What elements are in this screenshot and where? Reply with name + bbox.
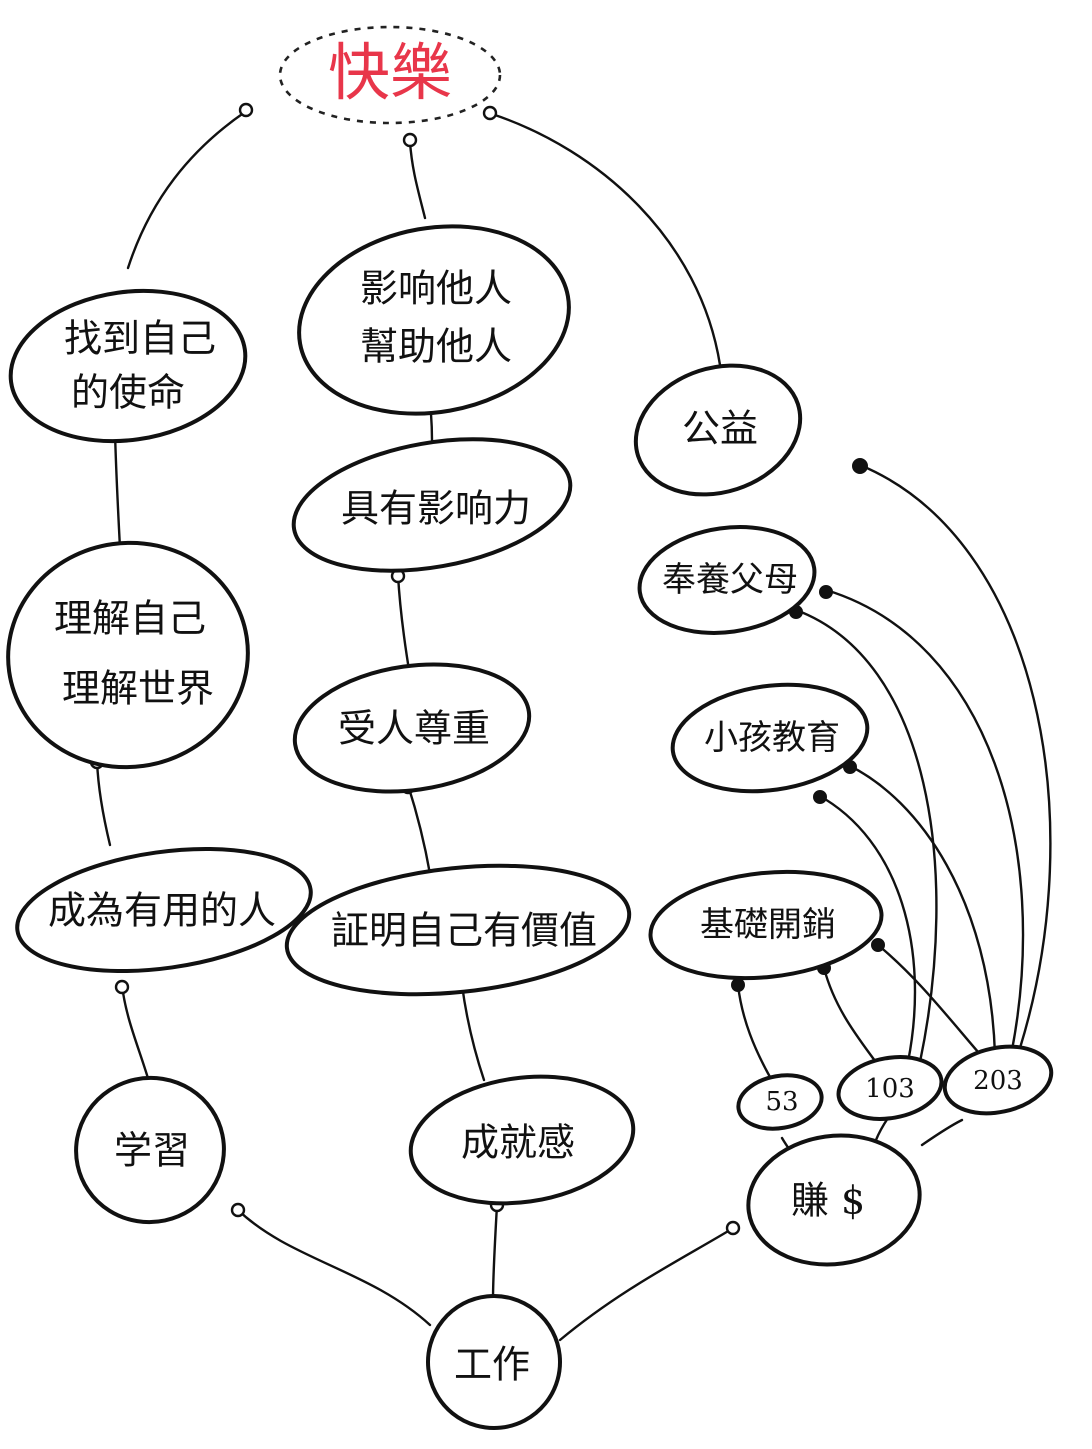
arrow-open-icon — [725, 1220, 741, 1236]
edge-prove-to-respected — [406, 783, 432, 876]
edge-charity-to-goal — [490, 112, 722, 367]
edge-earn-to-m203 — [920, 1118, 964, 1147]
node-m53: 53 — [736, 1073, 824, 1131]
node-find-self: 找到自己 的使命 — [8, 288, 248, 444]
node-m103: 103 — [836, 1055, 944, 1121]
edge-m203-to-charity — [858, 463, 1052, 1050]
node-find-self-line1: 找到自己 — [64, 317, 216, 361]
arrow-fill-icon — [852, 458, 868, 474]
node-kids: 小孩教育 — [670, 682, 870, 794]
edges — [95, 110, 1052, 1342]
edge-useful-to-understand — [95, 758, 112, 847]
goal-label: 快樂 — [328, 36, 452, 109]
arrow-open-icon — [230, 1202, 246, 1218]
node-useful: 成為有用的人 — [15, 846, 313, 974]
node-parents-label: 奉養父母 — [662, 560, 798, 600]
edge-influence-to-goal — [408, 140, 427, 220]
node-earn-label: 賺 $ — [791, 1179, 865, 1223]
edge-work-to-earn — [558, 1228, 732, 1342]
edge-respected-to-impact — [396, 573, 412, 678]
node-m103-label: 103 — [865, 1074, 915, 1104]
edge-find-self-to-goal — [126, 110, 247, 270]
node-respected: 受人尊重 — [292, 662, 532, 794]
node-parents: 奉養父母 — [637, 525, 817, 635]
node-impact-label: 具有影响力 — [341, 487, 531, 531]
node-earn: 賺 $ — [746, 1133, 922, 1267]
node-m203-label: 203 — [973, 1066, 1023, 1096]
node-charity: 公益 — [633, 363, 803, 497]
node-respected-label: 受人尊重 — [338, 707, 490, 751]
node-influence-line1: 影响他人 — [360, 267, 512, 311]
edge-study-to-useful — [120, 983, 152, 1087]
edge-m203-to-basics — [876, 943, 987, 1062]
arrow-fill-icon — [871, 938, 885, 952]
edge-earn-to-m103 — [874, 1116, 890, 1142]
edge-work-to-achieve — [491, 1203, 499, 1302]
arrow-open-icon — [114, 979, 130, 995]
node-prove-label: 証明自己有價值 — [331, 909, 597, 953]
node-useful-label: 成為有用的人 — [48, 889, 276, 933]
arrow-fill-icon — [731, 978, 745, 992]
node-prove: 証明自己有價值 — [284, 863, 632, 997]
node-understand: 理解自己 理解世界 — [6, 540, 250, 770]
edge-m103-to-basics — [822, 966, 880, 1067]
node-basics-label: 基礎開銷 — [700, 905, 836, 945]
node-m53-label: 53 — [765, 1087, 798, 1117]
node-work: 工作 — [426, 1294, 562, 1430]
arrow-open-icon — [402, 132, 418, 148]
node-charity-label: 公益 — [682, 407, 758, 451]
node-understand-line2: 理解世界 — [62, 667, 214, 711]
node-impact: 具有影响力 — [291, 437, 573, 573]
node-influence: 影响他人 幫助他人 — [297, 224, 571, 416]
node-basics: 基礎開銷 — [648, 869, 884, 981]
edge-understand-to-find-self — [113, 430, 122, 550]
node-study: 学習 — [74, 1075, 226, 1225]
arrow-fill-icon — [819, 585, 833, 599]
arrow-open-icon — [238, 102, 254, 118]
node-achieve: 成就感 — [408, 1074, 636, 1206]
node-m203: 203 — [942, 1044, 1054, 1116]
node-achieve-label: 成就感 — [461, 1121, 575, 1165]
edge-m53-to-basics — [736, 983, 772, 1079]
node-study-label: 学習 — [114, 1129, 190, 1173]
arrow-fill-icon — [813, 790, 827, 804]
edge-m103-to-parents — [794, 608, 938, 1064]
edge-m203-to-kids — [846, 763, 997, 1057]
node-find-self-line2: 的使命 — [71, 371, 185, 415]
edge-achieve-to-prove — [460, 983, 486, 1082]
node-understand-line1: 理解自己 — [54, 597, 206, 641]
node-work-label: 工作 — [454, 1343, 530, 1387]
edge-m103-to-kids — [816, 793, 917, 1064]
node-kids-label: 小孩教育 — [704, 718, 840, 758]
edge-m203-to-parents — [824, 588, 1025, 1052]
goal-node: 快樂 — [278, 25, 502, 125]
edge-work-to-study — [236, 1208, 432, 1327]
arrow-open-icon — [482, 105, 498, 121]
node-influence-line2: 幫助他人 — [360, 325, 512, 369]
